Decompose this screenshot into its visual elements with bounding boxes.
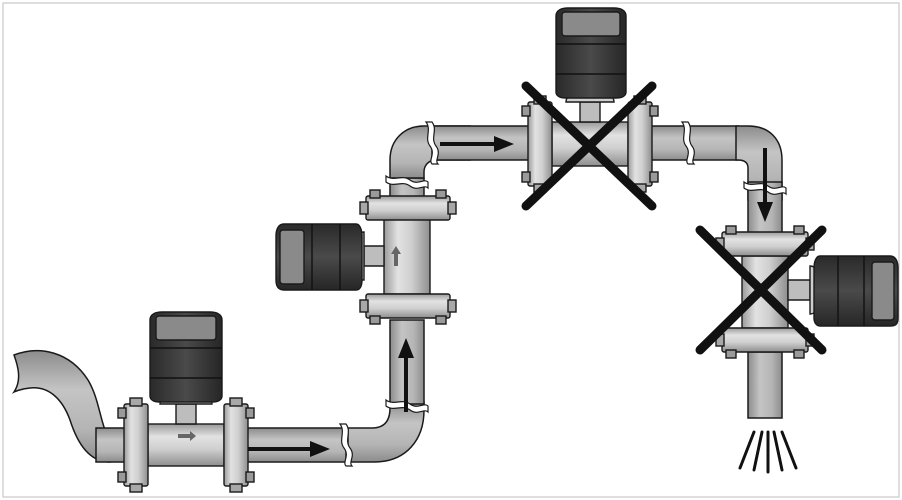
meter-display [871, 261, 895, 321]
vertical-upflow-meter [275, 189, 457, 325]
flange-bottom [721, 327, 809, 353]
flow-arrow-down [757, 148, 773, 222]
meter-display [279, 229, 305, 285]
flow-direction-marker [391, 246, 401, 266]
meter-neck [175, 403, 197, 425]
not-permitted-mark-high-point [521, 81, 657, 211]
flow-direction-marker [178, 431, 196, 441]
flange-bottom [365, 293, 451, 319]
pipe-break-5 [680, 121, 696, 165]
pipe-segment-1 [237, 427, 347, 463]
meter-display [155, 315, 217, 341]
free-discharge [738, 430, 798, 474]
flange-right [223, 403, 249, 487]
pipe-outlet [747, 351, 783, 419]
pipe-break-4 [424, 121, 440, 165]
flange-left [527, 101, 553, 187]
pipeline [11, 125, 783, 463]
inlet-pipe-bend [11, 349, 111, 463]
flange-left [123, 403, 149, 487]
flow-arrow-right-top [440, 136, 514, 152]
pipe-break-1 [338, 423, 354, 467]
meter-body [383, 217, 431, 295]
flow-arrow-up [398, 338, 414, 412]
pipe-break-3 [385, 174, 429, 190]
meter-neck [579, 101, 601, 123]
meter-body [147, 423, 225, 467]
flange-right [627, 101, 653, 187]
not-permitted-mark-downflow [695, 225, 827, 355]
meter-neck [787, 279, 811, 301]
flange-top [365, 195, 451, 221]
horizontal-inlet-meter [117, 311, 255, 493]
flow-arrows [248, 136, 773, 457]
meter-neck [363, 245, 385, 267]
flow-arrow-right-bottom [248, 441, 330, 457]
meter-display [561, 11, 621, 37]
